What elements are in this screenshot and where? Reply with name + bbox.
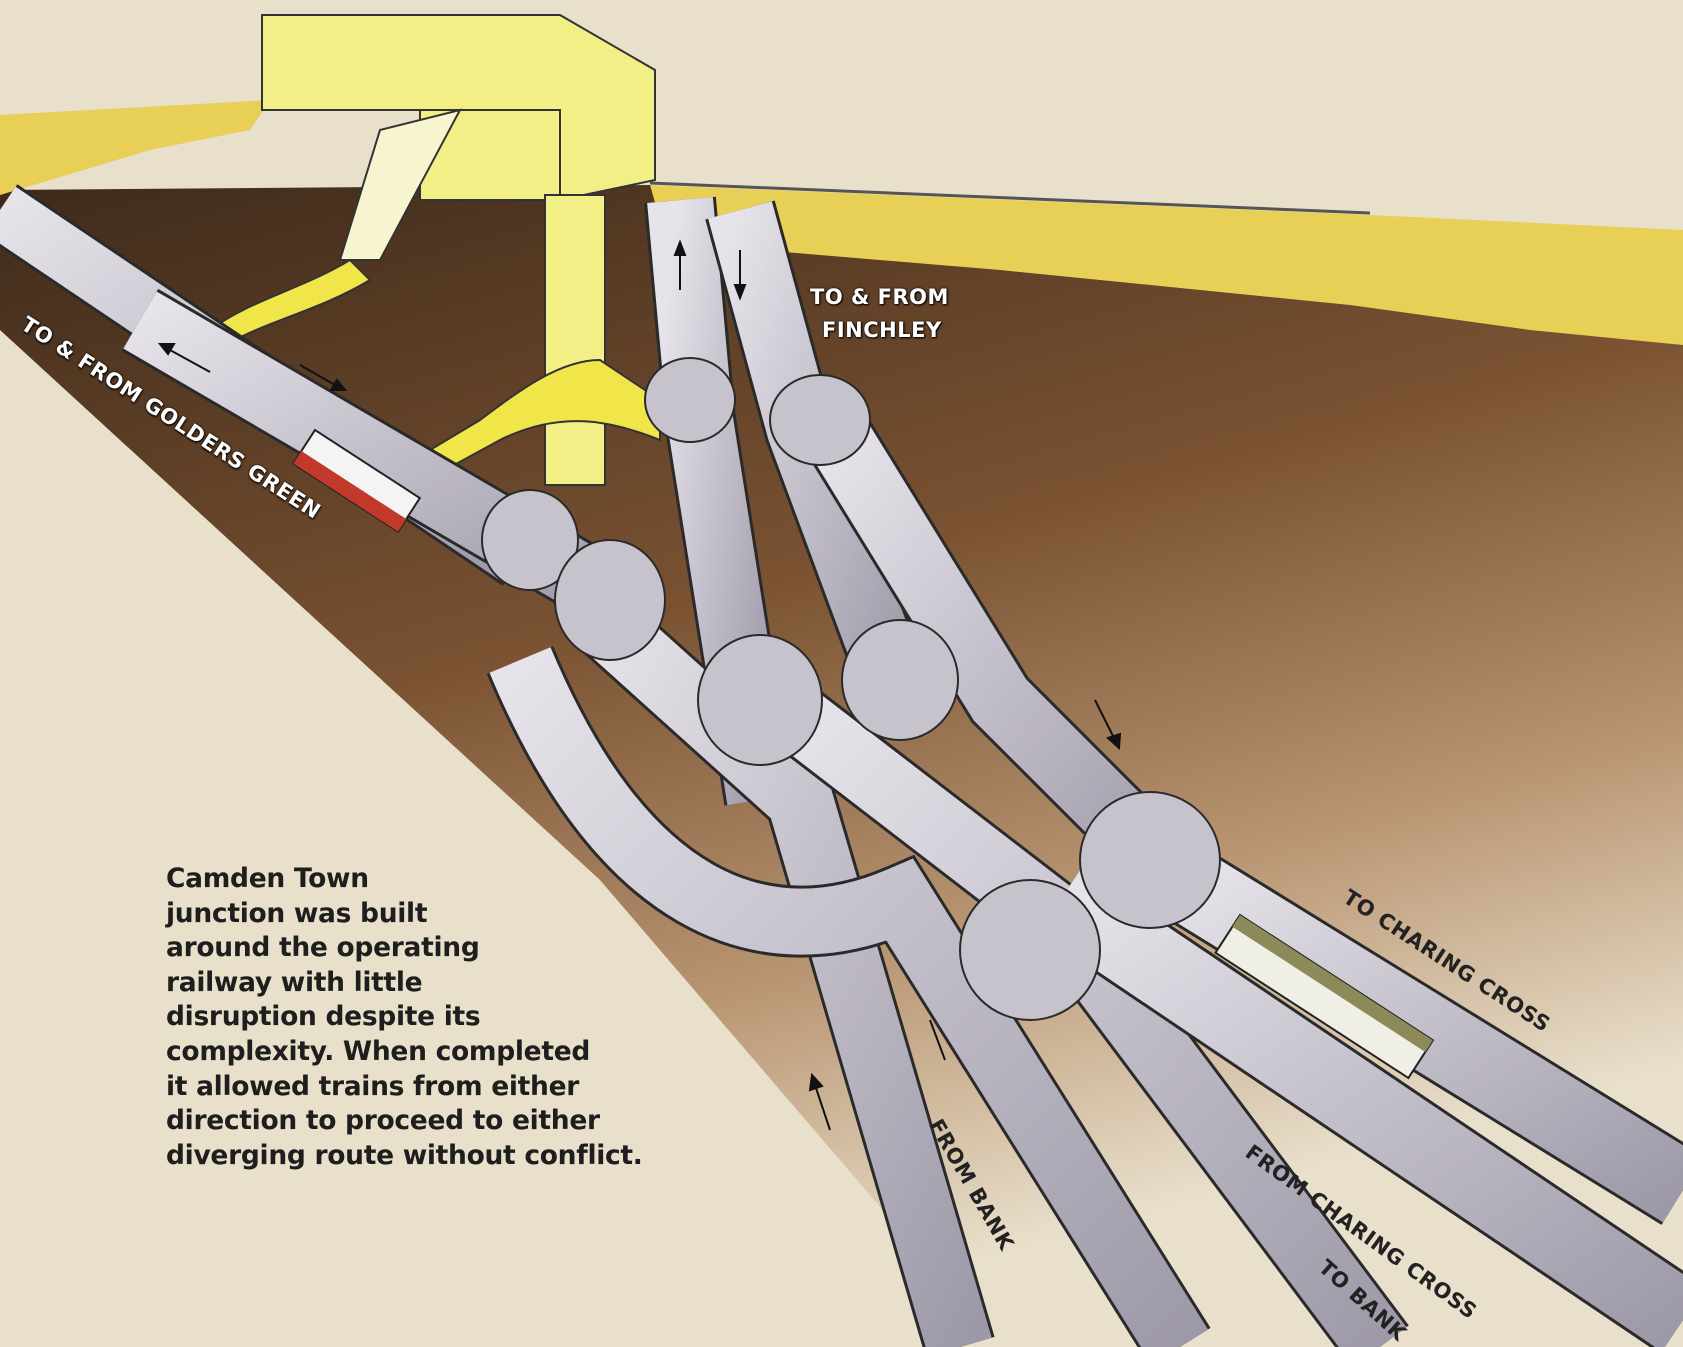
label-finchley-line1: TO & FROM — [810, 285, 949, 309]
passage-lower — [428, 358, 661, 472]
caption-line: Camden Town — [166, 863, 369, 894]
caption-line: around the operating — [166, 932, 480, 964]
caption-line: diverging route without conflict. — [166, 1139, 643, 1171]
caption-text: Camden Town junction was built around th… — [166, 862, 643, 1173]
surface-soil-left — [0, 100, 270, 195]
caption-line: direction to proceed to either — [166, 1105, 600, 1137]
direction-arrows — [157, 239, 1122, 1131]
train-charing-cross — [1214, 913, 1435, 1080]
caption-line: complexity. When completed — [166, 1035, 591, 1067]
junction-chambers — [481, 357, 1221, 1021]
station-building — [208, 14, 661, 486]
surface-soil-right — [650, 185, 1683, 345]
train-golders-green — [291, 428, 422, 534]
caption-line: junction was built — [166, 897, 428, 929]
caption-line: it allowed trains from either — [166, 1070, 580, 1102]
caption-line: disruption despite its — [166, 1001, 481, 1033]
caption-line: railway with little — [166, 966, 423, 998]
label-finchley-line2: FINCHLEY — [822, 318, 942, 342]
lift-shaft — [544, 194, 606, 486]
ground-line — [649, 181, 1371, 215]
escalator — [338, 108, 462, 261]
